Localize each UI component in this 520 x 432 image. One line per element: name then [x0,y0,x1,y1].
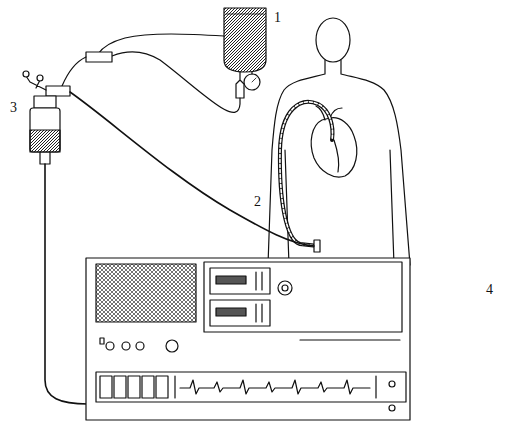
flush-bag-part [252,78,256,82]
callout-number: 3 [8,100,19,116]
flush-tubing-part [98,34,224,54]
transducer-assembly-part [46,86,70,96]
bedside-monitor-part [256,272,262,322]
patient-outline [268,18,410,265]
bedside-monitor-part [106,342,114,350]
transducer-assembly-part [40,152,50,164]
bedside-monitor-part [278,281,292,295]
bedside-monitor-part [100,376,112,398]
bedside-monitor-part [210,268,270,294]
bedside-monitor-part [389,405,395,411]
heart-drawing-part [330,108,342,118]
catheter-line-part [314,240,320,252]
transducer-assembly-part [34,96,56,108]
heart-drawing [311,106,357,177]
callout-holder: 4 [484,282,495,298]
bedside-monitor-part [96,372,406,402]
catheter-line-part [280,102,333,246]
bedside-monitor [86,258,410,420]
bedside-monitor-part [156,376,168,398]
callout-holder: 3 [8,100,19,116]
bedside-monitor-part [210,300,270,326]
catheter-line [280,102,333,252]
bedside-monitor-part [122,342,130,350]
flush-tubing-part [112,52,240,112]
flush-tubing-part [62,57,86,86]
bedside-monitor-part [180,380,370,394]
flush-bag-part [251,72,252,74]
bedside-monitor-part [300,339,400,340]
pressure-tubing [70,92,314,246]
bedside-monitor-part [114,376,126,398]
callout-number: 4 [484,282,495,298]
transducer-assembly-part [30,108,60,152]
bedside-monitor-part [175,376,376,398]
callout-holder: 2 [252,194,263,210]
transducer-cable-part [45,164,88,404]
transducer-assembly [23,71,70,164]
bedside-monitor-part [86,258,410,420]
bedside-monitor-part [216,276,246,284]
patient-outline-part [390,150,394,265]
flush-bag-part [224,8,266,72]
transducer-assembly-part [26,76,46,90]
bedside-monitor-part [96,264,196,322]
transducer-assembly-part [30,130,60,152]
bedside-monitor-part [282,285,288,291]
flush-bag-part [226,14,264,15]
monitoring-illustration-part [23,8,410,420]
bedside-monitor-part [204,262,402,332]
flush-bag-part [244,74,260,90]
flush-bag [224,8,266,98]
callout-number: 1 [272,10,283,26]
bedside-monitor-part [128,376,140,398]
flush-tubing [62,34,240,112]
callout-holder: 1 [272,10,283,26]
bedside-monitor-part [142,376,154,398]
bedside-monitor-part [389,381,395,387]
transducer-assembly-part [23,71,29,77]
flush-bag-part [236,72,244,98]
flush-tubing-part [86,52,112,62]
bedside-monitor-part [136,342,144,350]
callout-number: 2 [252,194,263,210]
pressure-tubing-part [70,92,314,246]
transducer-assembly-part [37,75,43,81]
catheter-line-part [280,102,333,246]
bedside-monitor-part [100,338,104,344]
bedside-monitor-part [216,308,246,316]
heart-drawing-part [334,140,339,172]
patient-outline-part [316,18,350,62]
patient-outline-part [285,150,289,265]
bedside-monitor-part [166,340,178,352]
